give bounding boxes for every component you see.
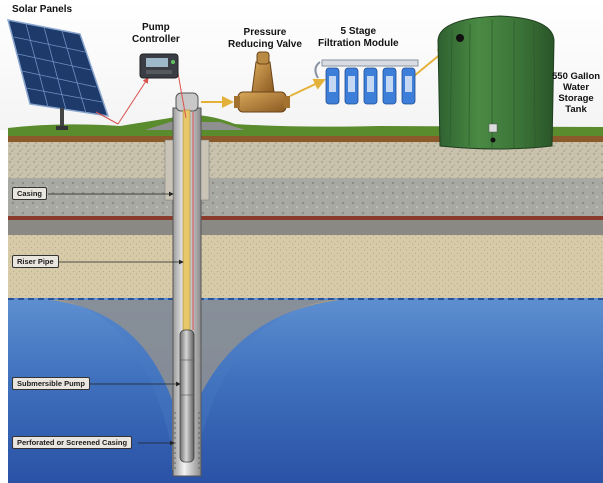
water-tank-icon — [437, 15, 555, 150]
filtration-module-icon — [314, 59, 419, 105]
solar-wire — [95, 111, 119, 125]
flow-arrow-valve-to-filter — [289, 78, 326, 97]
dark-rock-layer — [8, 220, 603, 235]
filtration-module-label: 5 Stage Filtration Module — [318, 26, 399, 49]
clay-strip — [8, 216, 603, 220]
controller-wire — [117, 77, 149, 125]
drawdown-cone-right — [190, 300, 340, 470]
solar-panel-icon — [6, 19, 110, 130]
grout-right — [200, 139, 210, 201]
submersible-pump — [179, 329, 195, 463]
riser-pipe — [182, 109, 191, 331]
submersible-pump-callout: Submersible Pump — [12, 377, 90, 390]
screened-casing-callout: Perforated or Screened Casing — [12, 436, 133, 449]
pump-controller-label: Pump Controller — [132, 22, 180, 45]
pump-controller-icon — [139, 53, 179, 79]
well-cap — [175, 92, 199, 112]
riser-pipe-callout: Riser Pipe — [12, 255, 59, 268]
aquifer-water — [8, 298, 603, 483]
pressure-valve-icon — [234, 51, 290, 113]
solar-panels-label: Solar Panels — [12, 4, 73, 15]
casing-callout: Casing — [12, 187, 48, 200]
drawdown-cone-left — [50, 300, 180, 470]
topsoil-strip — [8, 136, 603, 142]
pressure-valve-label: Pressure Reducing Valve — [228, 27, 302, 50]
soil-layers — [8, 115, 603, 300]
rock-layer — [8, 178, 603, 218]
storage-tank-label: 550 Gallon Water Storage Tank — [552, 71, 601, 115]
grout-left — [164, 139, 174, 201]
sand-layer — [8, 235, 603, 300]
